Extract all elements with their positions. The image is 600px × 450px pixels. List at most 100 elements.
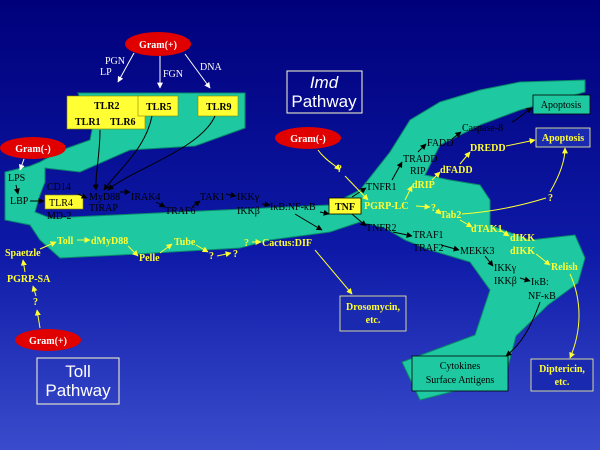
lps-label: LPS [8, 173, 25, 184]
caspase8-to-apoptosis-arrow [511, 107, 533, 123]
q-to-pgrp-lc-arrow [344, 175, 369, 201]
imd-title-box [286, 70, 363, 114]
cd14-label: CD14 [47, 182, 71, 193]
ikb-nfkb-label: IκB:NF-κB [270, 202, 316, 213]
toll-label: Toll [57, 236, 74, 247]
q1-to-q2-arrow [216, 251, 232, 258]
dfadd-to-dredd-arrow [459, 151, 471, 165]
gram-negative-mid-ellipse [275, 127, 341, 149]
cell-membrane-shape [4, 79, 586, 401]
apoptosis-mammal-box [532, 94, 591, 115]
gram-neg-to-lps-arrow [19, 158, 25, 171]
imd-title-line1: Imd [310, 73, 339, 92]
tradd-label: TRADD [403, 154, 437, 165]
ikb-2-label: IκB: [531, 277, 549, 288]
q-to-apoptosis-fly-arrow [549, 147, 568, 193]
toll-title-line2: Pathway [45, 381, 111, 400]
ikb-to-tnf-arrow [319, 209, 330, 216]
mekk3-to-ikk2-arrow [484, 255, 494, 267]
drosomycin-box [339, 295, 407, 332]
dikk-1-label: dIKK [510, 233, 535, 244]
gram-positive-bottom-ellipse [15, 329, 81, 351]
caspase8-label: Caspase-8 [462, 123, 503, 134]
lp-label: LP [100, 67, 112, 78]
gram-negative-left-label: Gram(-) [15, 144, 51, 155]
nfkb2-to-cytokines-arrow [505, 301, 541, 357]
gram-negative-left-ellipse [0, 137, 66, 159]
tlr4-label: TLR4 [49, 198, 73, 209]
ikk-to-ikb-arrow [261, 201, 271, 208]
relish-label: Relish [551, 262, 578, 273]
tlr4-box [44, 194, 84, 210]
tnf-to-tnfr2-arrow [351, 213, 367, 227]
gram-positive-top-ellipse [125, 32, 191, 56]
dikk-to-relish-arrow [535, 253, 551, 266]
irak4-to-traf6-arrow [155, 201, 166, 208]
tnfr2-to-traf-arrow [392, 231, 413, 238]
cytokines-line1: Cytokines [440, 361, 481, 372]
traf6-to-tak1-arrow [191, 200, 201, 208]
drosomycin-line1: Drosomycin, [346, 302, 400, 313]
tnfr1-label: TNFR1 [366, 182, 397, 193]
tak1-to-ikk-arrow [225, 191, 237, 198]
unknown-mark-cactus: ? [244, 238, 249, 249]
gram-pos-bottom-to-q-arrow [34, 309, 41, 329]
dtak1-label: dTAK1 [471, 224, 503, 235]
dtak1-to-dikk-arrow [499, 229, 510, 237]
pelle-label: Pelle [139, 253, 160, 264]
diptericin-line1: Diptericin, [539, 364, 585, 375]
gram-pos-to-dna-arrow [184, 53, 211, 89]
tlr6-label: TLR6 [110, 117, 136, 128]
dmyd88-to-pelle-arrow [127, 245, 139, 257]
cactus-to-drosomycin-arrow [314, 249, 353, 295]
gram-pos-to-pgn-arrow [117, 52, 135, 83]
ikk-gamma-2-label: IKKγ [494, 263, 517, 274]
tak1-label: TAK1 [200, 192, 225, 203]
dikk-2-label: dIKK [510, 246, 535, 257]
cytokines-box [411, 355, 509, 392]
tradd-to-fadd-arrow [417, 143, 427, 153]
ikk2-to-ikb2-arrow [519, 276, 531, 283]
spaetzle-to-toll-arrow [39, 241, 57, 250]
traf6-label: TRAF6 [165, 206, 196, 217]
pgn-label: PGN [105, 56, 125, 67]
dna-label: DNA [200, 62, 222, 73]
diptericin-box [530, 358, 594, 392]
tab2-to-q-apoptosis-arrow [461, 197, 547, 215]
ikk-beta-label: IKKβ [237, 206, 260, 217]
tube-to-q1-arrow [195, 244, 209, 253]
tnf-to-tnfr1-arrow [351, 187, 367, 198]
drip-label: dRIP [412, 180, 435, 191]
pgrp-lc-to-drip-arrow [404, 185, 413, 201]
tlr9-box [197, 95, 239, 117]
irak4-label: IRAK4 [131, 192, 160, 203]
tlr9-label: TLR9 [206, 102, 232, 113]
dredd-to-apoptosis-arrow [505, 138, 536, 147]
pelle-to-tube-arrow [159, 243, 173, 254]
cytokines-line2: Surface Antigens [426, 375, 495, 386]
q-to-tab2-arrow [434, 208, 442, 215]
tnfr2-label: TNFR2 [366, 223, 397, 234]
tirap-label: TIRAP [89, 203, 118, 214]
lps-to-lbp-arrow [13, 184, 20, 195]
fadd-label: FADD [427, 138, 453, 149]
drosomycin-line2: etc. [366, 315, 381, 326]
gram-positive-top-label: Gram(+) [139, 40, 177, 51]
fgn-label: FGN [163, 69, 183, 80]
mekk3-label: MEKK3 [460, 246, 494, 257]
traf1-label: TRAF1 [413, 230, 444, 241]
traf-to-mekk3-arrow [440, 244, 460, 252]
md2-label: MD-2 [47, 211, 71, 222]
tnf-box [328, 197, 362, 215]
toll-title-box [36, 357, 120, 405]
gram-positive-bottom-label: Gram(+) [29, 336, 67, 347]
ikk-gamma-label: IKKγ [237, 192, 260, 203]
tab2-label: Tab2 [440, 210, 461, 221]
dredd-label: DREDD [470, 143, 506, 154]
diptericin-line2: etc. [555, 377, 570, 388]
apoptosis-mammal-label: Apoptosis [541, 100, 582, 111]
unknown-mark-apoptosis: ? [548, 193, 553, 204]
gram-neg-to-pgrp-lc-arrow [317, 149, 341, 171]
apoptosis-fly-box [535, 127, 591, 148]
